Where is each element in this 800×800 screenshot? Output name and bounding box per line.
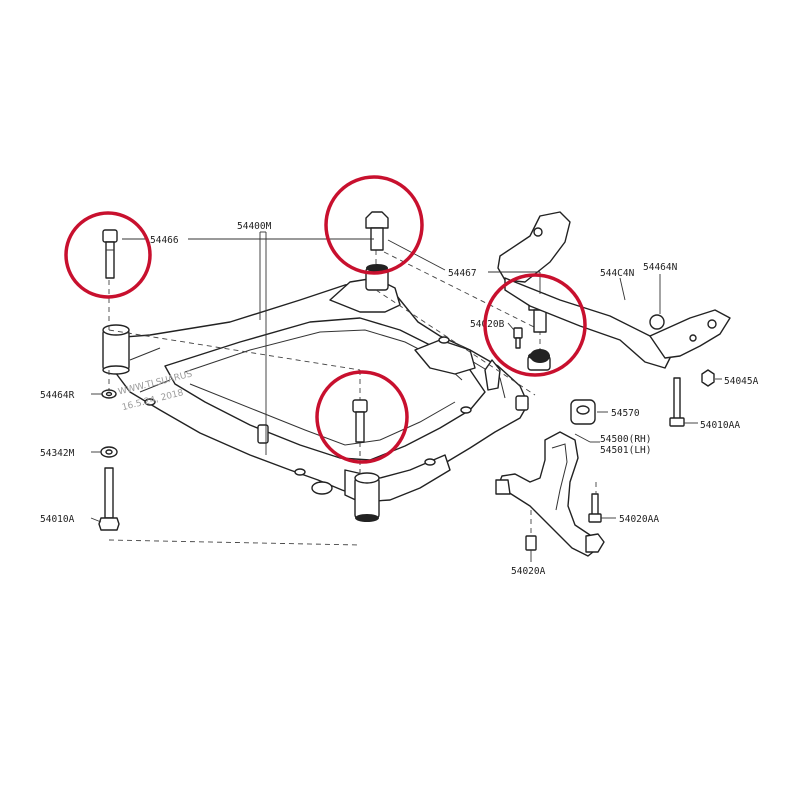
bolt-54010A [98, 467, 120, 531]
highlight-circle-rear-bolt [324, 175, 424, 275]
highlight-circle-left-bolt [64, 211, 152, 299]
highlight-circles [64, 175, 587, 464]
highlight-circle-front-bolt [315, 370, 409, 464]
label-54010A: 54010A [40, 514, 75, 525]
part-labels: 54466 54400M 54467 544C4N 54464N 54020B … [40, 221, 759, 577]
label-54020B: 54020B [470, 319, 505, 330]
label-54467: 54467 [448, 268, 477, 279]
label-54045A: 54045A [724, 376, 759, 387]
label-54500: 54500(RH) [600, 434, 651, 445]
bolt-54466-front [352, 399, 368, 443]
label-54020A: 54020A [511, 566, 546, 577]
label-54464R: 54464R [40, 390, 75, 401]
washer-54342M [100, 446, 118, 458]
lower-control-arm-54500 [495, 399, 605, 557]
mount-bushing-rear-left [102, 324, 130, 375]
bolt-54020B [513, 327, 523, 349]
label-54400M: 54400M [237, 221, 272, 232]
label-54020AA: 54020AA [619, 514, 659, 525]
bolt-54466-left [102, 229, 118, 279]
label-54342M: 54342M [40, 448, 75, 459]
label-54010AA: 54010AA [700, 420, 740, 431]
bolt-54466-rear [365, 211, 389, 251]
label-54570: 54570 [611, 408, 640, 419]
mount-bushing-front-left [354, 472, 380, 522]
stabilizer-bar-544C4N [497, 211, 731, 427]
label-54501: 54501(LH) [600, 445, 651, 456]
leader-lines [90, 231, 722, 562]
label-54466: 54466 [150, 235, 179, 246]
label-544C4N: 544C4N [600, 268, 635, 279]
highlight-circle-right-bolt [483, 273, 587, 377]
mount-bushing-rear-right [365, 264, 389, 291]
washer-54464R [101, 389, 117, 399]
label-54464N: 54464N [643, 262, 678, 273]
